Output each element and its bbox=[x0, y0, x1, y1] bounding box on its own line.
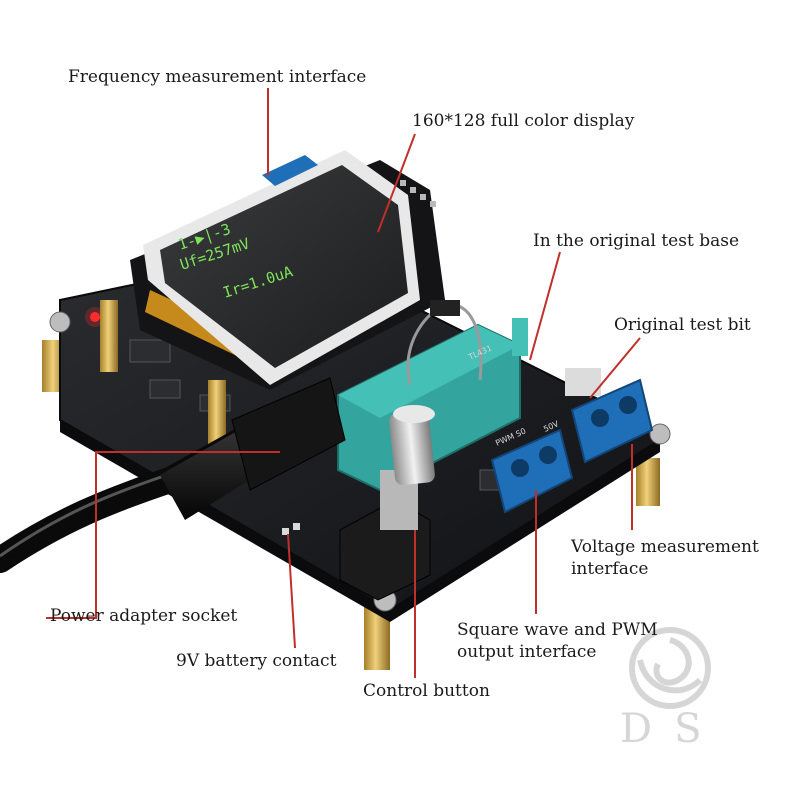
callout-display bbox=[377, 133, 416, 233]
label-test-bit: Original test bit bbox=[614, 315, 751, 335]
display-standoff-right bbox=[208, 380, 226, 450]
display-screen bbox=[160, 165, 408, 368]
zif-socket bbox=[337, 300, 528, 492]
power-adapter-socket bbox=[0, 377, 346, 573]
label-pwm-line2: output interface bbox=[457, 642, 597, 662]
zif-lever bbox=[512, 318, 528, 356]
power-cable bbox=[0, 417, 273, 573]
label-pwm-line1: Square wave and PWM bbox=[457, 620, 658, 640]
standoff-right bbox=[636, 458, 660, 506]
test-component bbox=[430, 300, 460, 316]
display-header-pins bbox=[400, 180, 436, 207]
display-module: 1-▶|-3 Uf=257mV Ir=1.0uA bbox=[130, 150, 445, 390]
label-test-base: In the original test base bbox=[533, 231, 740, 251]
label-control-button: Control button bbox=[363, 681, 490, 701]
label-voltage-line1: Voltage measurement bbox=[571, 537, 759, 557]
encoder-knob bbox=[389, 410, 435, 486]
watermark-logo-icon bbox=[629, 627, 711, 709]
zif-socket-top bbox=[338, 325, 520, 418]
pcb-edge bbox=[60, 420, 660, 622]
label-voltage-line2: interface bbox=[571, 559, 649, 579]
display-standoff-left bbox=[100, 300, 118, 372]
callout-battery bbox=[287, 533, 296, 649]
control-button bbox=[339, 405, 435, 601]
callout-test-base bbox=[529, 251, 561, 361]
red-led-icon bbox=[90, 312, 100, 322]
encoder-knob-top bbox=[393, 405, 435, 423]
screw-right bbox=[649, 423, 671, 445]
callout-test-bit bbox=[589, 337, 641, 399]
callout-lines bbox=[46, 88, 641, 678]
label-battery-contact: 9V battery contact bbox=[176, 651, 337, 671]
battery-contact-pads bbox=[282, 523, 300, 535]
label-pwm-interface: Square wave and PWM output interface bbox=[457, 619, 658, 663]
frequency-terminal-block bbox=[262, 155, 318, 186]
label-frequency-interface: Frequency measurement interface bbox=[68, 67, 367, 87]
watermark-text: DS bbox=[620, 706, 724, 752]
power-cable-highlight bbox=[0, 472, 171, 558]
label-voltage-interface: Voltage measurement interface bbox=[571, 536, 759, 580]
voltage-terminal-block: 50V bbox=[542, 378, 654, 464]
label-power-adapter-socket: Power adapter socket bbox=[50, 606, 238, 626]
screw-left bbox=[49, 311, 71, 333]
label-full-color-display: 160*128 full color display bbox=[412, 111, 635, 131]
callout-power bbox=[46, 451, 280, 619]
power-socket-housing bbox=[231, 377, 346, 491]
